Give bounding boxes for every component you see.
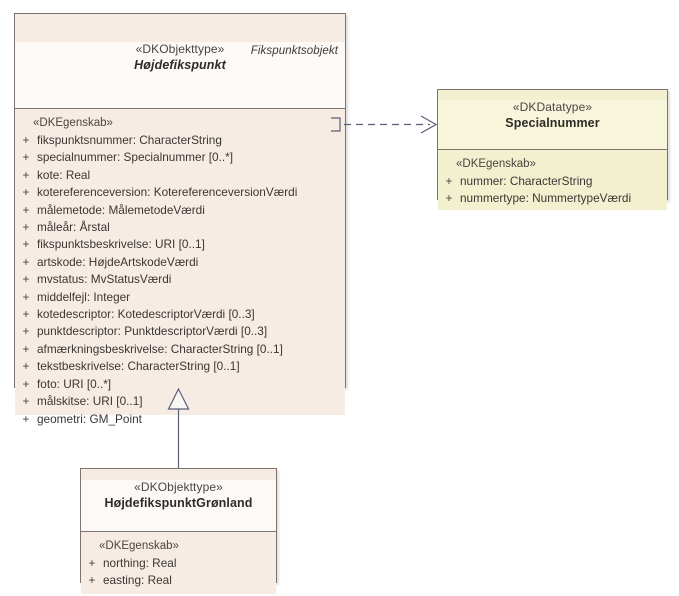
attribute-text: måleår: Årstal [37, 220, 110, 235]
attribute-visibility: + [88, 573, 96, 588]
attribute-text: mvstatus: MvStatusVærdi [37, 272, 172, 287]
class-name-hoejdefikspunkt: Højdefikspunkt [134, 58, 226, 72]
attribute-row: + kotereferenceversion: Kotereferencevers… [15, 184, 345, 201]
uml-class-hoejdefikspunkt-groenland[interactable]: «DKObjekttype» HøjdefikspunktGrønland «D… [80, 468, 277, 594]
class-name-hoejdefikspunkt-groenland: HøjdefikspunktGrønland [104, 496, 253, 510]
attribute-visibility: + [88, 556, 96, 570]
dependency-arrowhead [420, 115, 438, 134]
attribute-row: + nummertype: NummertypeVærdi [438, 190, 667, 207]
attribute-row: + punktdescriptor: PunktdescriptorVærdi [… [15, 323, 345, 340]
attribute-row: + måleår: Årstal [15, 219, 345, 236]
attribute-text: geometri: GM_Point [37, 411, 142, 426]
attribute-row: + afmærkningsbeskrivelse: CharacterString… [15, 341, 345, 358]
attribute-text: kote: Real [37, 167, 91, 182]
attribute-row: + nummer: CharacterString [438, 173, 667, 190]
attribute-text: nummer: CharacterString [460, 174, 593, 188]
attribute-text: målemetode: MålemetodeVærdi [37, 202, 205, 217]
attribute-row: + specialnummer: Specialnummer [0..*] [15, 149, 345, 166]
class-header-hoejdefikspunkt: Fikspunktsobjekt «DKObjekttype» Højdefik… [15, 42, 345, 109]
attribute-list-specialnummer: + nummer: CharacterString + nummertype: Num… [438, 173, 667, 208]
class-body-specialnummer: «DKEgenskab» + nummer: CharacterString + nu… [438, 150, 667, 210]
class-stereotype: «DKObjekttype» [134, 480, 223, 494]
attribute-visibility: + [22, 272, 30, 287]
attribute-visibility: + [22, 202, 30, 217]
attribute-visibility: + [22, 307, 30, 322]
attribute-group-label: «DKEgenskab» [456, 158, 536, 170]
attribute-text: afmærkningsbeskrivelse: CharacterString … [37, 341, 283, 356]
attribute-visibility: + [22, 220, 30, 235]
attribute-visibility: + [22, 167, 30, 182]
attribute-row: + middelfejl: Integer [15, 289, 345, 306]
attribute-text: specialnummer: Specialnummer [0..*] [37, 150, 234, 165]
attribute-text: northing: Real [103, 556, 177, 570]
attribute-list-hoejdefikspunkt: + fikspunktsnummer: CharacterString + speci… [15, 132, 345, 428]
attribute-visibility: + [22, 237, 30, 252]
attribute-visibility: + [22, 376, 30, 391]
class-name-specialnummer: Specialnummer [505, 116, 600, 130]
attribute-visibility: + [22, 133, 30, 147]
attribute-visibility: + [22, 359, 30, 374]
attribute-text: punktdescriptor: PunktdescriptorVærdi [0… [37, 324, 268, 339]
attribute-row: + tekstbeskrivelse: CharacterString [0..1… [15, 358, 345, 375]
attribute-visibility: + [22, 254, 30, 269]
attribute-visibility: + [22, 185, 30, 200]
attribute-text: foto: URI [0..*] [37, 376, 112, 391]
attribute-visibility: + [22, 341, 30, 356]
attribute-visibility: + [445, 191, 453, 206]
class-stereotype: «DKObjekttype» [135, 42, 225, 56]
attribute-text: nummertype: NummertypeVærdi [460, 191, 632, 206]
attribute-group-label: «DKEgenskab» [33, 117, 113, 129]
attribute-text: middelfejl: Integer [37, 289, 131, 304]
attribute-row: + kote: Real [15, 167, 345, 184]
connector-dependency-specialnummer[interactable] [331, 115, 438, 134]
attribute-row: + fikspunktsbeskrivelse: URI [0..1] [15, 236, 345, 253]
attribute-list-hoejdefikspunkt-groenland: + northing: Real + easting: Real [81, 555, 276, 590]
attribute-text: artskode: HøjdeArtskodeVærdi [37, 254, 199, 269]
attribute-text: målskitse: URI [0..1] [37, 394, 143, 409]
class-body-hoejdefikspunkt: «DKEgenskab» + fikspunktsnummer: Characte… [15, 109, 345, 426]
attribute-row: + northing: Real [81, 555, 276, 572]
package-label-fikspunktsobjekt: Fikspunktsobjekt [250, 45, 338, 57]
attribute-visibility: + [22, 150, 30, 165]
attribute-row: + målskitse: URI [0..1] [15, 393, 345, 410]
uml-class-hoejdefikspunkt[interactable]: Fikspunktsobjekt «DKObjekttype» Højdefik… [14, 13, 346, 426]
attribute-group-label: «DKEgenskab» [99, 540, 179, 552]
attribute-visibility: + [22, 411, 30, 426]
attribute-text: fikspunktsnummer: CharacterString [37, 133, 222, 147]
class-header-hoejdefikspunkt-groenland: «DKObjekttype» HøjdefikspunktGrønland [81, 480, 276, 532]
attribute-text: fikspunktsbeskrivelse: URI [0..1] [37, 237, 205, 252]
attribute-visibility: + [22, 394, 30, 409]
attribute-row: + geometri: GM_Point [15, 411, 345, 428]
attribute-visibility: + [22, 324, 30, 339]
attribute-row: + fikspunktsnummer: CharacterString [15, 132, 345, 149]
uml-class-specialnummer[interactable]: «DKDatatype» Specialnummer «DKEgenskab» … [437, 89, 668, 210]
attribute-visibility: + [445, 174, 453, 188]
attribute-visibility: + [22, 289, 30, 304]
attribute-text: kotereferenceversion: Kotereferenceversi… [37, 185, 298, 200]
attribute-row: + artskode: HøjdeArtskodeVærdi [15, 254, 345, 271]
class-body-hoejdefikspunkt-groenland: «DKEgenskab» + northing: Real + easting: Re… [81, 532, 276, 594]
class-stereotype: «DKDatatype» [512, 100, 593, 114]
attribute-row: + kotedescriptor: KotedescriptorVærdi [0.… [15, 306, 345, 323]
class-header-specialnummer: «DKDatatype» Specialnummer [438, 100, 667, 150]
attribute-row: + mvstatus: MvStatusVærdi [15, 271, 345, 288]
attribute-text: easting: Real [103, 573, 172, 588]
attribute-row: + easting: Real [81, 572, 276, 589]
attribute-row: + målemetode: MålemetodeVærdi [15, 202, 345, 219]
attribute-text: tekstbeskrivelse: CharacterString [0..1] [37, 359, 240, 374]
attribute-row: + foto: URI [0..*] [15, 376, 345, 393]
attribute-text: kotedescriptor: KotedescriptorVærdi [0..… [37, 307, 255, 322]
